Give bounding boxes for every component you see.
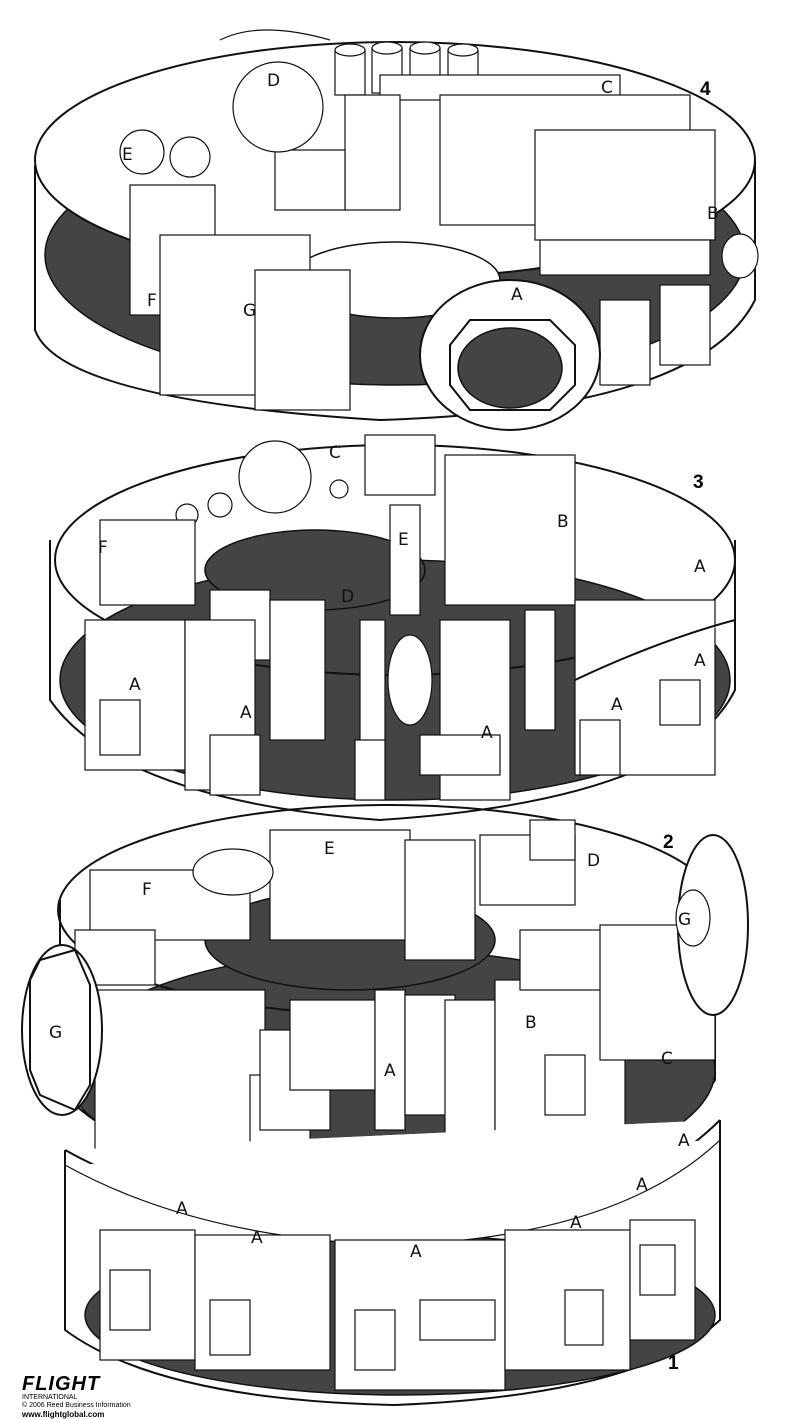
label-3-A-right: A: [694, 557, 706, 577]
label-1-A-4: A: [570, 1213, 582, 1233]
label-1-A-1: A: [176, 1199, 188, 1219]
label-3-B: B: [557, 512, 569, 532]
label-4-D: D: [267, 71, 280, 91]
label-1-A-2: A: [251, 1228, 263, 1248]
label-3-E: E: [398, 530, 409, 550]
label-2-F: F: [142, 880, 152, 900]
logo-subtitle: INTERNATIONAL: [22, 1394, 78, 1401]
label-2-G-left: G: [49, 1023, 62, 1043]
label-3-D: D: [341, 587, 354, 607]
label-4-F: F: [147, 291, 157, 311]
label-3-A-lower-right: A: [611, 695, 623, 715]
label-3-F: F: [98, 538, 108, 558]
label-1-A-6: A: [678, 1131, 690, 1151]
label-1-A-5: A: [636, 1175, 648, 1195]
label-3-A-left: A: [129, 675, 141, 695]
label-3-A-far-right: A: [694, 651, 706, 671]
level-number-3: 3: [693, 472, 704, 493]
label-2-C: C: [661, 1049, 673, 1069]
deck-1: A A A A A A 1: [64, 1119, 721, 1407]
label-2-B: B: [525, 1013, 537, 1033]
label-4-E: E: [122, 145, 133, 165]
label-4-G: G: [243, 301, 256, 321]
label-2-D: D: [587, 851, 600, 871]
deck-4: A B C D E F G 4: [34, 29, 759, 431]
label-3-A-center-left: A: [240, 703, 252, 723]
flight-international-logo: FLIGHT INTERNATIONAL © 2006 Reed Busines…: [22, 1374, 131, 1419]
level-number-2: 2: [663, 832, 674, 853]
logo-name: FLIGHT: [22, 1373, 101, 1395]
label-2-G-right: G: [678, 910, 691, 930]
label-4-B: B: [707, 204, 719, 224]
label-2-A: A: [384, 1061, 396, 1081]
label-1-A-3: A: [410, 1242, 422, 1262]
label-4-C: C: [601, 78, 613, 98]
label-2-E: E: [324, 839, 335, 859]
deck-3: A A A A A A B C D E F 3: [49, 434, 736, 822]
level-number-4: 4: [700, 79, 711, 100]
label-3-A-center: A: [481, 723, 493, 743]
label-3-C: C: [329, 443, 341, 463]
logo-rights: © 2006 Reed Business Information: [22, 1402, 131, 1409]
logo-url: www.flightglobal.com: [22, 1410, 105, 1419]
label-4-A: A: [511, 285, 523, 305]
level-number-1: 1: [668, 1353, 679, 1374]
